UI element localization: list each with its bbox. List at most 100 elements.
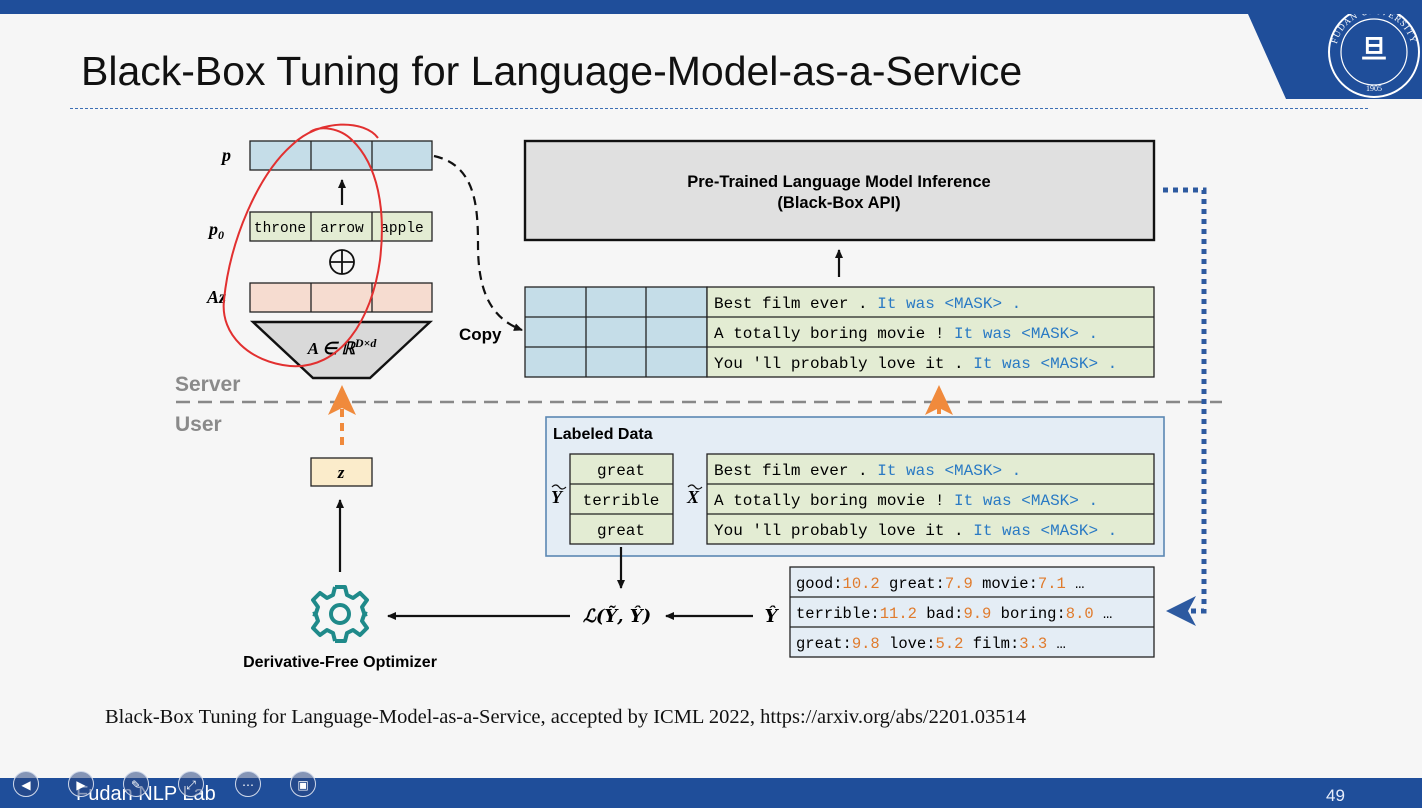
prediction-row: great:9.8 love:5.2 film:3.3 … (796, 635, 1066, 653)
input-template: It was <MASK> . (973, 522, 1117, 540)
x-tilde-accent (687, 484, 703, 490)
input-text: Best film ever . (714, 462, 877, 480)
input-text: A totally boring movie ! (714, 325, 954, 343)
pen-tool-button[interactable]: ✎ (123, 771, 149, 797)
prediction-scores: good:10.2 great:7.9 movie:7.1 … terrible… (789, 566, 1155, 658)
plm-inference-box: Pre-Trained Language Model Inference (Bl… (523, 139, 1156, 242)
more-icon: ⋯ (242, 778, 254, 792)
plm-output-path (1163, 187, 1207, 626)
pred-word: bad: (917, 605, 964, 623)
server-input-row: A totally boring movie ! It was <MASK> . (714, 325, 1098, 343)
z-upload-arrow (328, 385, 356, 445)
pred-score: 8.0 (1066, 605, 1094, 623)
next-slide-button[interactable]: ▶ (68, 771, 94, 797)
input-text: Best film ever . (714, 295, 877, 313)
pred-word: good: (796, 575, 843, 593)
y-tilde-symbol: Y (551, 487, 564, 507)
p0-label: p0 (207, 219, 224, 242)
pred-word: love: (880, 635, 936, 653)
prediction-row: good:10.2 great:7.9 movie:7.1 … (796, 575, 1084, 593)
pred-word: great: (880, 575, 945, 593)
oplus-icon (329, 249, 355, 275)
input-template: It was <MASK> . (877, 295, 1021, 313)
slide-title: Black-Box Tuning for Language-Model-as-a… (81, 48, 1023, 94)
prompt-p0-tokens: throne arrow apple (249, 211, 433, 242)
screen-options-button[interactable]: ▣ (290, 771, 316, 797)
pred-word: great: (796, 635, 852, 653)
pred-word: … (1094, 605, 1113, 623)
copy-label: Copy (459, 325, 502, 344)
server-prompt-grid (524, 286, 708, 378)
plm-title: Pre-Trained Language Model Inference (687, 173, 991, 191)
svg-text:旦: 旦 (1361, 35, 1387, 65)
server-label: Server (175, 373, 240, 396)
red-annotation-loop (222, 123, 383, 368)
projection-matrix: A ∈ ℝD×d (249, 320, 434, 380)
input-text: You 'll probably love it . (714, 522, 973, 540)
pred-score: 7.9 (945, 575, 973, 593)
pred-word: film: (963, 635, 1019, 653)
pred-word: … (1047, 635, 1066, 653)
y-tilde-accent (551, 484, 567, 490)
next-icon: ▶ (76, 778, 86, 792)
labeled-data-panel: Labeled Data Y X great terrible great Be… (545, 416, 1165, 557)
y-hat-label: Ŷ (765, 604, 780, 627)
pen-icon: ✎ (130, 778, 142, 792)
citation: Black-Box Tuning for Language-Model-as-a… (105, 706, 1026, 728)
user-label: User (175, 413, 222, 436)
emblem-year: 1905 (1366, 84, 1382, 93)
x-tilde-symbol: X (686, 487, 700, 507)
pred-score: 7.1 (1038, 575, 1066, 593)
plm-subtitle: (Black-Box API) (777, 194, 900, 212)
prev-slide-button[interactable]: ◀ (13, 771, 39, 797)
pred-word: boring: (991, 605, 1065, 623)
more-options-button[interactable]: ⋯ (235, 771, 261, 797)
p-label: p (220, 145, 231, 165)
p0-token: apple (380, 221, 424, 237)
z-label: z (337, 463, 345, 482)
pred-score: 10.2 (843, 575, 880, 593)
pred-score: 5.2 (936, 635, 964, 653)
loss-label: ℒ(Ỹ, Ŷ) (583, 604, 651, 627)
server-input-row: You 'll probably love it . It was <MASK>… (714, 355, 1117, 373)
projection-matrix-superscript: D×d (354, 336, 378, 350)
prompt-p-vector (249, 140, 433, 171)
pred-word: movie: (973, 575, 1038, 593)
server-input-rows: Best film ever . It was <MASK> . A total… (706, 286, 1155, 378)
input-template: It was <MASK> . (877, 462, 1021, 480)
input-text: You 'll probably love it . (714, 355, 973, 373)
server-input-row: Best film ever . It was <MASK> . (714, 295, 1021, 313)
prediction-row: terrible:11.2 bad:9.9 boring:8.0 … (796, 605, 1112, 623)
labeled-data-title: Labeled Data (553, 426, 653, 443)
pred-score: 9.8 (852, 635, 880, 653)
copy-arrow (433, 154, 523, 332)
label-cell: great (597, 462, 645, 480)
zoom-icon: ⤢ (186, 778, 196, 792)
input-template: It was <MASK> . (954, 492, 1098, 510)
title-divider (70, 108, 1368, 109)
az-label: Az (206, 287, 226, 307)
p0-token: throne (254, 221, 306, 237)
p0-label-subscript: 0 (218, 228, 224, 242)
p0-label-base: p (207, 219, 218, 239)
emblem-band: FUDAN UNIVERSITY 旦 1905 (1248, 14, 1422, 99)
labeled-input-row: You 'll probably love it . It was <MASK>… (714, 522, 1117, 540)
input-text: A totally boring movie ! (714, 492, 954, 510)
zoom-button[interactable]: ⤢ (178, 771, 204, 797)
pred-score: 11.2 (880, 605, 917, 623)
pred-word: terrible: (796, 605, 880, 623)
screen-icon: ▣ (297, 778, 309, 792)
optimizer-label: Derivative-Free Optimizer (243, 654, 437, 671)
pred-word: … (1066, 575, 1085, 593)
prev-icon: ◀ (21, 778, 31, 792)
gear-icon (311, 585, 369, 643)
p0-token: arrow (320, 221, 364, 237)
input-template: It was <MASK> . (954, 325, 1098, 343)
page-number: 49 (1326, 786, 1345, 805)
pred-score: 9.9 (963, 605, 991, 623)
z-vector (310, 457, 373, 487)
label-cell: terrible (583, 492, 660, 510)
pred-score: 3.3 (1019, 635, 1047, 653)
labeled-input-row: A totally boring movie ! It was <MASK> . (714, 492, 1098, 510)
